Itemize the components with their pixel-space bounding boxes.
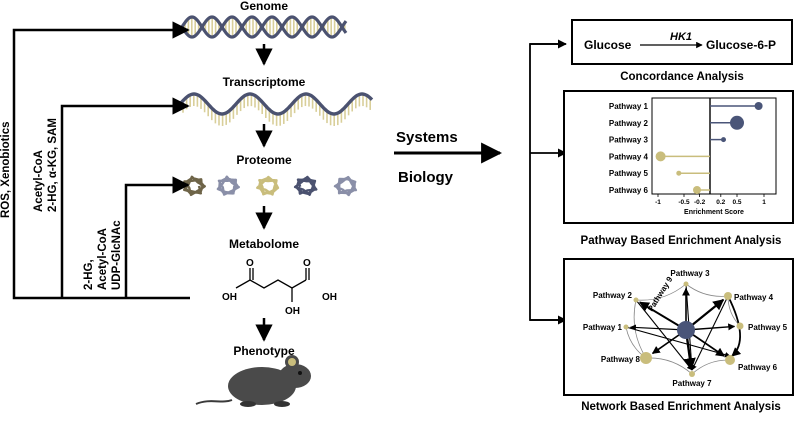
metabolome-label: Metabolome: [229, 237, 299, 251]
lollipop-dot: [754, 102, 763, 110]
network-node-label: Pathway 6: [738, 363, 778, 372]
network-edge: [691, 295, 729, 371]
network-node: [736, 322, 744, 330]
modifiers-2hg-akg-sam-label: 2-HG, α-KG, SAM: [47, 118, 59, 212]
network-edge: [635, 299, 693, 371]
lollipop-dot: [721, 137, 726, 143]
genome-label: Genome: [240, 0, 288, 13]
network-node-label: Pathway 8: [601, 355, 641, 364]
network-center-node: [677, 321, 695, 339]
network-edge: [727, 295, 742, 357]
metabolite-structure-icon: [235, 268, 310, 302]
modifiers-acetyl-coa-label: Acetyl-CoA: [97, 228, 109, 290]
concordance-box: [571, 19, 793, 65]
o-left: O: [246, 258, 254, 269]
network-node-label: Pathway 7: [672, 379, 712, 388]
lollipop-dot: [730, 115, 744, 130]
pathway-row-label: Pathway 5: [609, 169, 649, 178]
x-tick-label: -1: [655, 199, 661, 206]
pathway-row-label: Pathway 6: [609, 186, 649, 195]
network-node: [689, 371, 695, 377]
x-tick-label: 0.5: [732, 199, 741, 206]
phenotype-label: Phenotype: [233, 344, 295, 358]
x-tick-label: 1: [762, 199, 766, 206]
oh-left: OH: [222, 292, 237, 303]
network-edge: [625, 326, 731, 358]
lollipop-dot: [693, 186, 701, 194]
transcriptome-rna-icon: [178, 92, 374, 126]
proteome-label: Proteome: [236, 153, 292, 167]
biology-label: Biology: [398, 169, 454, 186]
x-tick-label: -0.2: [694, 199, 706, 206]
pathway-row-label: Pathway 4: [609, 152, 649, 161]
x-tick-label: 0.2: [716, 199, 725, 206]
lollipop-dot: [655, 151, 666, 162]
pathway-row-label: Pathway 1: [609, 102, 649, 111]
network-node-label: Pathway 2: [593, 291, 633, 300]
network-node-label: Pathway 5: [748, 323, 788, 332]
mouse-icon: [195, 355, 311, 407]
hk1-label: HK1: [670, 31, 692, 43]
feedback-brackets: [12, 21, 190, 300]
genome-dna-icon: [180, 15, 348, 39]
branch-connector: [529, 39, 567, 325]
pathway-enrichment-title: Pathway Based Enrichment Analysis: [581, 235, 782, 247]
o-right: O: [303, 258, 311, 269]
network-node: [623, 324, 629, 330]
network-node: [683, 281, 689, 287]
glucose-6-p-label: Glucose-6-P: [706, 38, 776, 52]
protein-structures-icon: [183, 175, 358, 197]
ros-xenobiotics-label: ROS, Xenobiotics: [0, 122, 12, 219]
acetyl-coa-label: Acetyl-CoA: [33, 150, 45, 212]
network-node: [724, 292, 732, 300]
lollipop-dot: [676, 170, 682, 176]
network-node-label: Pathway 3: [670, 269, 710, 278]
x-tick-label: -0.5: [678, 199, 690, 206]
oh-bottom: OH: [285, 306, 300, 317]
pathway-row-label: Pathway 3: [609, 136, 649, 145]
network-node: [725, 355, 735, 365]
glucose-label: Glucose: [584, 38, 632, 52]
network-node: [640, 352, 652, 364]
enrichment-lollipop-chart: Pathway 1 Pathway 2 Pathway 3 Pathway 4 Path…: [609, 97, 777, 216]
pathway-row-label: Pathway 2: [609, 119, 649, 128]
network-edge: [635, 283, 687, 301]
transcriptome-label: Transcriptome: [223, 75, 306, 89]
x-axis-label: Enrichment Score: [684, 209, 744, 216]
network-graph: Pathway 1 Pathway 2 Pathway 3 Pathway 4 Path…: [583, 269, 788, 388]
modifiers-2hg-label: 2-HG,: [83, 259, 95, 290]
network-node-label: Pathway 4: [734, 293, 774, 302]
oh-right: OH: [322, 292, 337, 303]
network-node: [633, 297, 639, 303]
network-node-label: Pathway 1: [583, 323, 623, 332]
modifiers-udp-glcnac-label: UDP-GlcNAc: [111, 220, 123, 290]
network-title: Network Based Enrichment Analysis: [581, 401, 781, 413]
concordance-title: Concordance Analysis: [620, 71, 744, 83]
systems-label: Systems: [396, 129, 458, 146]
